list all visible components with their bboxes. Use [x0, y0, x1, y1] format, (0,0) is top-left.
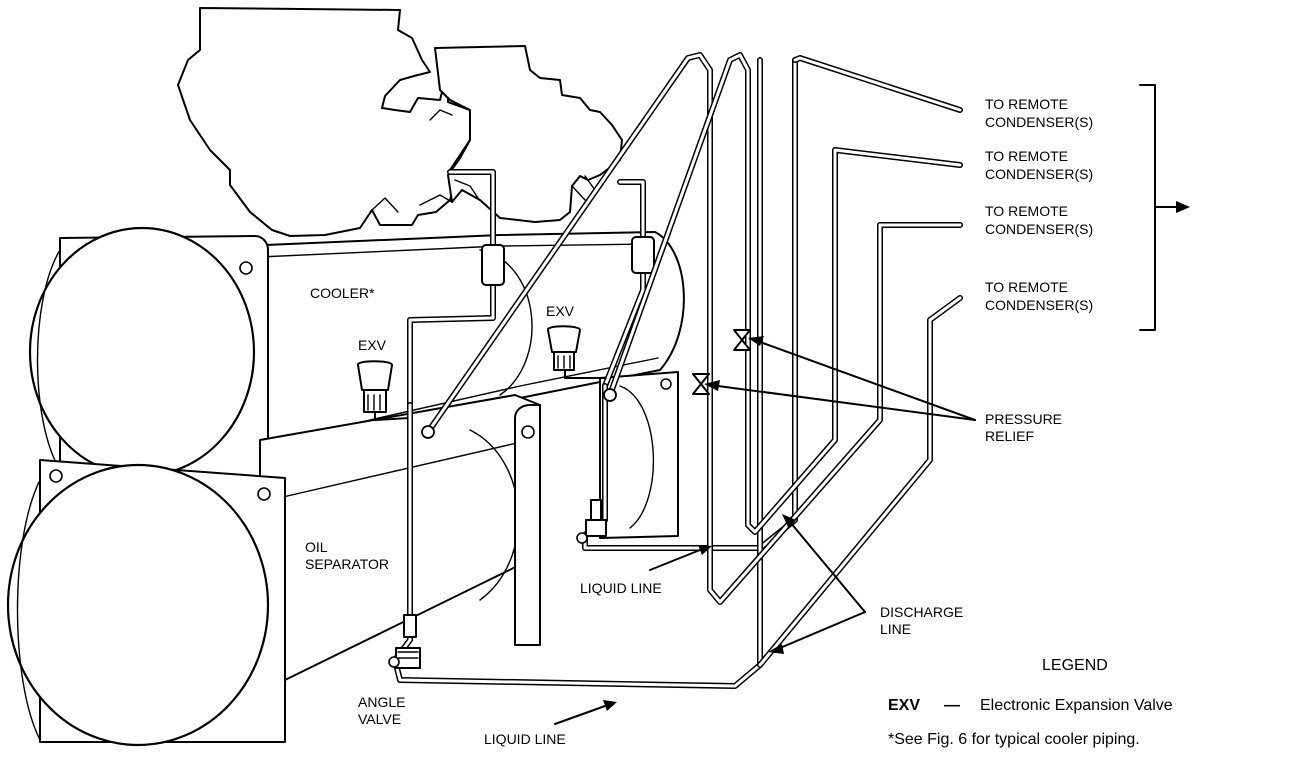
separator-plate-bolt-right-icon: [257, 487, 271, 501]
right-filter-canister: [631, 236, 655, 274]
liquid-line-upper-label: LIQUID LINE: [580, 580, 662, 596]
condenser-bracket: [1139, 84, 1181, 331]
discharge-pipe-1-inner: [426, 53, 962, 604]
separator-nozzle-left: [421, 425, 435, 439]
legend-title: LEGEND: [1042, 657, 1108, 674]
liquid-line-leaders: [554, 545, 712, 725]
remote-condenser-label-2b: CONDENSER(S): [985, 166, 1093, 182]
discharge-pipe-4-inner: [758, 296, 962, 667]
exv-left-label: EXV: [358, 337, 387, 353]
separator-nozzle-right: [603, 388, 617, 402]
liquid-line-lower-label: LIQUID LINE: [484, 731, 566, 747]
legend-abbr: EXV: [888, 697, 920, 714]
exv-right-label: EXV: [546, 303, 575, 319]
discharge-line-label-1: DISCHARGE: [880, 604, 963, 620]
pressure-relief-valve-upper-icon: [733, 329, 751, 351]
suction-pipe-left-inner: [408, 170, 495, 407]
cooler-dome-rim: [36, 249, 61, 471]
exv-left-icon: [356, 360, 411, 421]
oil-separator-label-2: SEPARATOR: [305, 556, 389, 572]
oil-separator-rear-plate: [514, 404, 541, 646]
legend-footnote: *See Fig. 6 for typical cooler piping.: [888, 731, 1140, 748]
pressure-relief-label-1: PRESSURE: [985, 411, 1062, 427]
cooler-end-dome: [28, 226, 256, 478]
remote-condenser-label-3b: CONDENSER(S): [985, 221, 1093, 237]
oil-separator-end-dome: [6, 463, 270, 747]
left-filter-canister: [481, 244, 505, 286]
pressure-relief-label-2: RELIEF: [985, 428, 1034, 444]
legend-dash: —: [944, 697, 960, 714]
angle-valve-upper-icon: [576, 499, 607, 544]
remote-condenser-label-1a: TO REMOTE: [985, 96, 1068, 112]
oil-separator-shell: [259, 394, 541, 691]
oil-separator-dome-rim: [16, 479, 41, 741]
pressure-relief-leaders: [704, 336, 976, 421]
oil-separator-label-1: OIL: [305, 539, 328, 555]
right-vessel-plate: [599, 371, 679, 539]
legend-definition: Electronic Expansion Valve: [980, 697, 1173, 714]
angle-valve-lower-icon: [388, 614, 421, 669]
discharge-leaders: [768, 514, 866, 654]
compressor-left-detail: [371, 194, 453, 213]
condenser-arrow-icon: [1176, 201, 1190, 213]
remote-condenser-label-2a: TO REMOTE: [985, 148, 1068, 164]
discharge-line-label-2: LINE: [880, 621, 911, 637]
cooler-plate-bolt-icon: [239, 261, 253, 275]
suction-pipe-right-inner: [603, 180, 645, 388]
cooler-label: COOLER*: [310, 285, 375, 301]
discharge-pipe-2-inner: [608, 53, 962, 534]
remote-condenser-label-4a: TO REMOTE: [985, 279, 1068, 295]
pressure-relief-valve-lower-icon: [692, 373, 710, 395]
exv-right-icon: [546, 325, 606, 379]
oil-separator-shell-band: [269, 439, 531, 501]
remote-condenser-label-3a: TO REMOTE: [985, 203, 1068, 219]
right-plate-bolt-icon: [660, 378, 672, 390]
compressor-right-detail: [429, 109, 596, 201]
angle-valve-label-2: VALVE: [358, 711, 401, 727]
discharge-pipe-3-inner: [793, 56, 962, 112]
remote-condenser-label-4b: CONDENSER(S): [985, 297, 1093, 313]
right-vessel-end-curve: [619, 385, 655, 529]
remote-condenser-label-1b: CONDENSER(S): [985, 114, 1093, 130]
separator-rear-bolt-icon: [521, 425, 535, 439]
angle-valve-label-1: ANGLE: [358, 694, 405, 710]
separator-plate-bolt-left-icon: [49, 469, 63, 483]
compressor-right-outline: [434, 45, 623, 223]
